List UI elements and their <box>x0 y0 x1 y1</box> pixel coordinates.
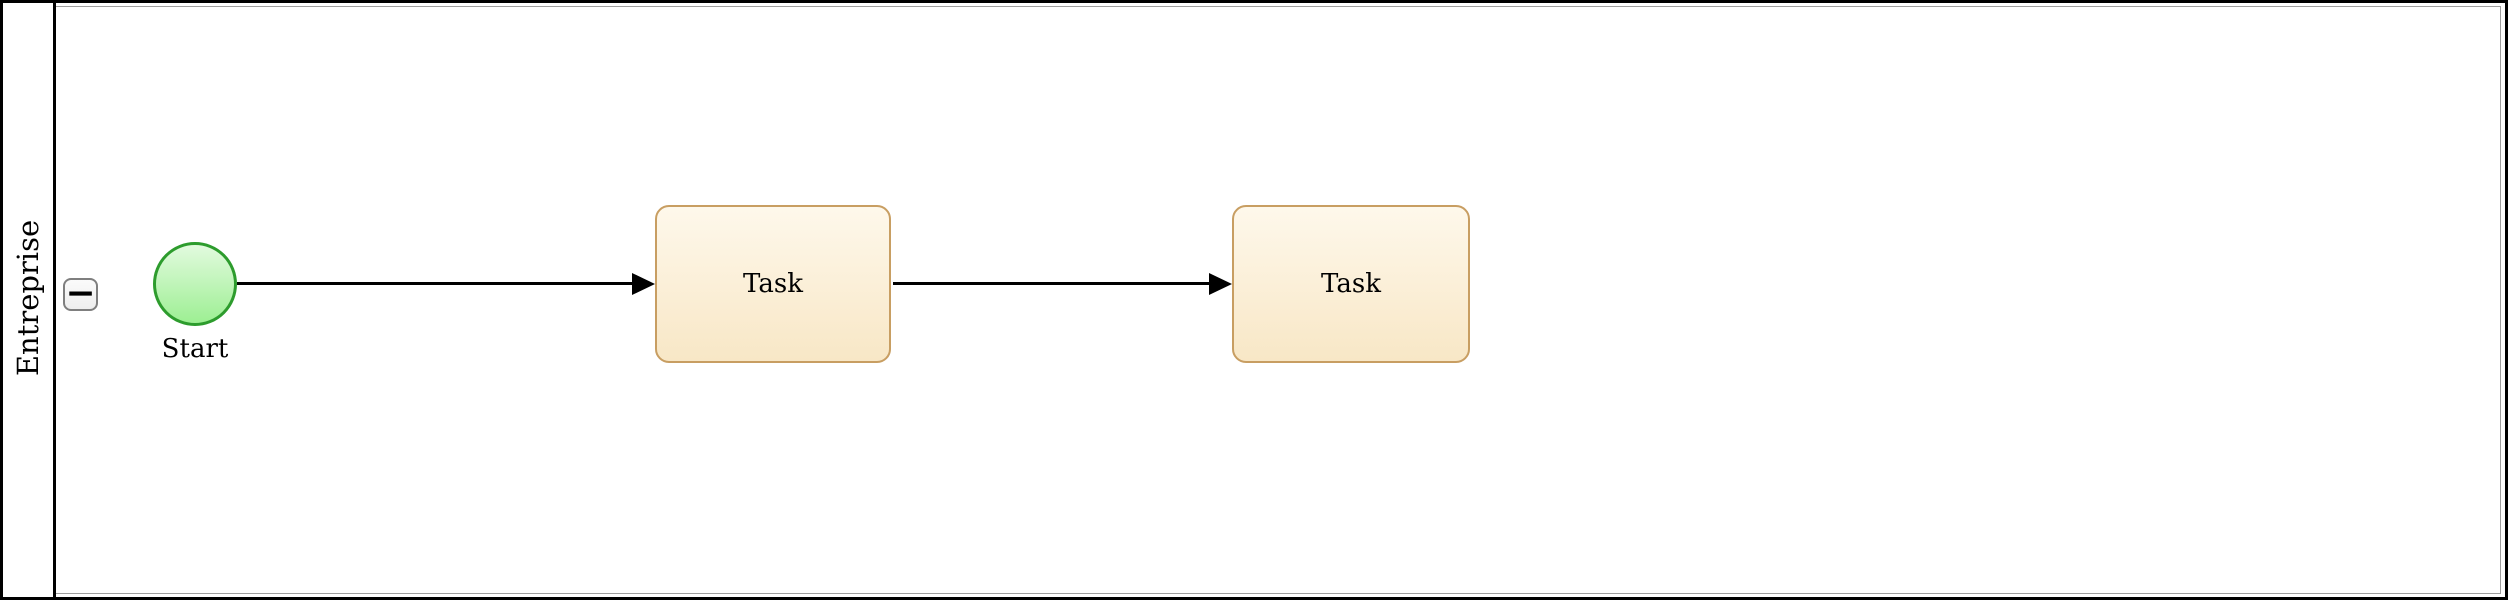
pool-header[interactable]: Entreprise <box>3 3 53 597</box>
start-event-node[interactable] <box>153 242 237 326</box>
task1-label: Task <box>743 269 803 299</box>
task1-node[interactable]: Task <box>655 205 891 363</box>
sequence-flow-start-to-task1[interactable] <box>237 282 632 285</box>
pool-lane-divider <box>53 3 56 597</box>
pool-title: Entreprise <box>11 219 45 377</box>
arrowhead-icon <box>632 273 655 295</box>
arrowhead-icon <box>1209 273 1232 295</box>
start-event-label: Start <box>161 334 229 364</box>
task2-node[interactable]: Task <box>1232 205 1470 363</box>
task2-label: Task <box>1321 269 1381 299</box>
collapse-pool-button[interactable]: − <box>63 275 98 311</box>
sequence-flow-task1-to-task2[interactable] <box>893 282 1209 285</box>
